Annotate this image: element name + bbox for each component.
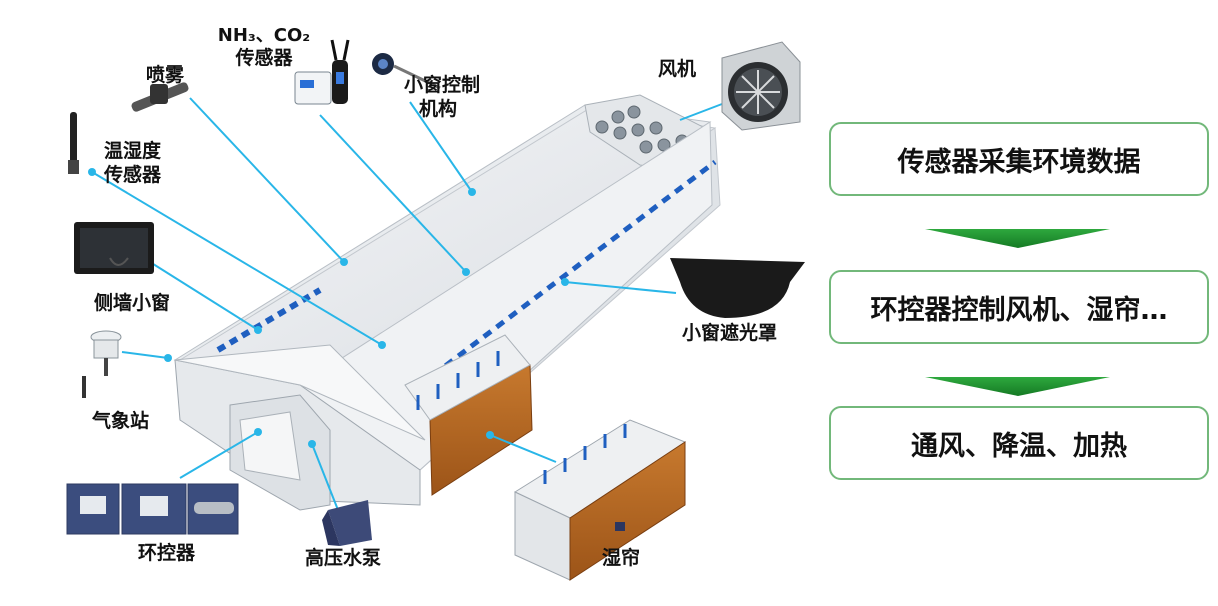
temp-humidity-label-line2: 传感器 xyxy=(104,164,162,186)
flow-arrow-down-1 xyxy=(925,229,1110,248)
window-shade-label: 小窗遮光罩 xyxy=(682,322,778,344)
controller-label: 环控器 xyxy=(138,542,196,564)
weather-station-label: 气象站 xyxy=(92,410,150,432)
callout-dots xyxy=(88,168,569,448)
flow-step-1: 传感器采集环境数据 xyxy=(829,122,1209,196)
fan-label: 风机 xyxy=(658,58,697,80)
gas-sensor-icon xyxy=(294,39,350,105)
spray-label: 喷雾 xyxy=(146,64,185,86)
pump-label: 高压水泵 xyxy=(305,547,382,569)
antenna-sensor-icon xyxy=(68,112,79,174)
weather-station-icon xyxy=(82,330,122,398)
flow-step-3: 通风、降温、加热 xyxy=(829,406,1209,480)
near-wall-window-strip xyxy=(418,160,717,387)
callout-lines xyxy=(91,97,723,511)
nh3-co2-label-line1: NH₃、CO₂ xyxy=(217,25,311,46)
exhaust-fan-icon xyxy=(721,41,801,131)
side-window-panel-icon xyxy=(74,222,154,274)
side-window-label: 侧墙小窗 xyxy=(94,292,171,314)
controller-panels-icon xyxy=(66,483,239,535)
wet-curtain-module-icon xyxy=(513,419,687,581)
window-control-label-line1: 小窗控制 xyxy=(404,74,481,96)
window-control-label-line2: 机构 xyxy=(419,98,458,120)
wet-curtain-label: 湿帘 xyxy=(602,547,641,569)
nh3-co2-label-line2: 传感器 xyxy=(235,47,293,69)
flow-arrow-down-2 xyxy=(925,377,1110,396)
pump-icon xyxy=(322,500,372,546)
window-actuator-icon xyxy=(372,53,441,90)
temp-humidity-label-line1: 温湿度 xyxy=(104,140,162,162)
flow-step-2: 环控器控制风机、湿帘… xyxy=(829,270,1209,344)
window-shade-icon xyxy=(670,258,805,318)
spray-nozzle-icon xyxy=(131,82,189,112)
